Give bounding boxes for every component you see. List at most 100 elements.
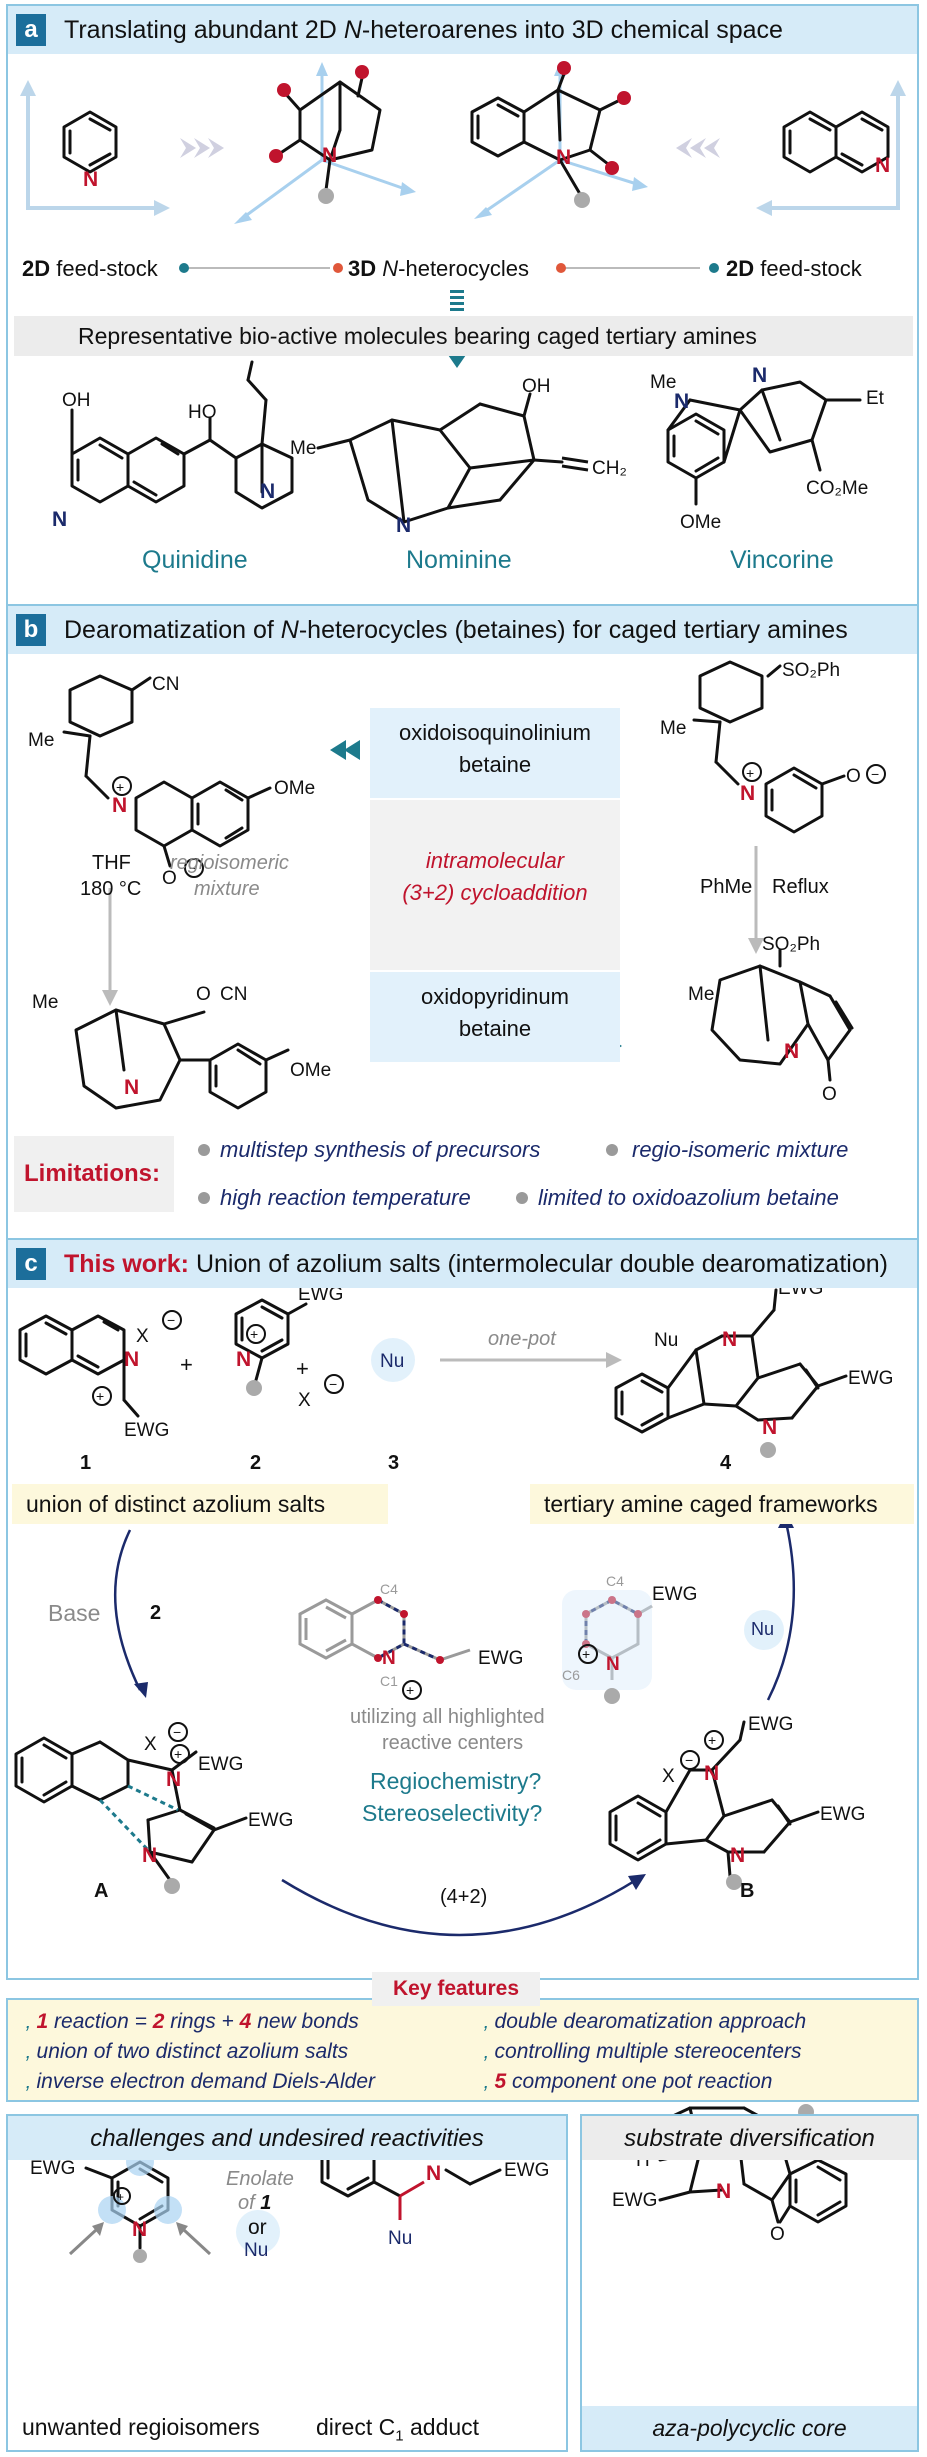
caption-unwanted-regioisomers: unwanted regioisomers bbox=[22, 2414, 260, 2440]
vincorine-co2me-label: CO₂Me bbox=[806, 478, 868, 499]
right-conditions-reflux: Reflux bbox=[772, 876, 829, 898]
one-pot-label: one-pot bbox=[488, 1328, 556, 1350]
isoquinolinium-precursor bbox=[62, 674, 272, 868]
b-o-label-1: O bbox=[162, 868, 177, 889]
vincorine-n-indoline: N bbox=[674, 390, 689, 413]
c-c4-label-2: C4 bbox=[606, 1573, 624, 1589]
left-feedstock-label: 2D feed-stock bbox=[22, 256, 158, 281]
left-note-line1: regioisomeric bbox=[170, 852, 289, 874]
diversification-panel bbox=[580, 2114, 919, 2452]
c-c1-label: C1 bbox=[380, 1673, 398, 1689]
product-4 bbox=[614, 1288, 848, 1434]
limitation-1: multistep synthesis of precursors bbox=[220, 1137, 541, 1162]
panel-a: a Translating abundant 2D N-heteroarenes… bbox=[6, 4, 919, 608]
diversification-title: substrate diversification bbox=[624, 2125, 875, 2152]
c-n-label-2: N bbox=[236, 1348, 251, 1371]
panel-c: c This work: Union of azolium salts (int… bbox=[6, 1238, 919, 1980]
c-x-label-a: X bbox=[144, 1734, 157, 1755]
right-conditions-solvent: PhMe bbox=[700, 876, 753, 898]
c-ewg-label-a1: EWG bbox=[198, 1754, 243, 1775]
svg-text:+: + bbox=[250, 1326, 258, 1342]
aza-core-caption: aza-polycyclic core bbox=[652, 2415, 847, 2441]
panel-c-header: c This work: Union of azolium salts (int… bbox=[8, 1240, 917, 1288]
nominine-structure bbox=[316, 392, 564, 524]
nu-right-label: Nu bbox=[751, 1619, 775, 1639]
pyridine-n-atom: N bbox=[83, 168, 98, 191]
nu-circle-right: Nu bbox=[744, 1610, 784, 1650]
c-nu-reagent: Nu bbox=[380, 1351, 404, 1372]
compound-number-2: 2 bbox=[250, 1452, 262, 1474]
oxidopyridinium-precursor bbox=[692, 660, 846, 834]
c-n-label-4b: N bbox=[762, 1416, 777, 1439]
svg-text:+: + bbox=[406, 1682, 414, 1698]
kf-item-3: ‚ union of two distinct azolium salts bbox=[26, 2040, 349, 2063]
vincorine-structure bbox=[666, 380, 862, 506]
diversification-header: substrate diversification bbox=[582, 2116, 917, 2160]
oxidopyridinium-product bbox=[710, 948, 854, 1082]
c-ewg-label-b1: EWG bbox=[748, 1714, 793, 1735]
limitations-label-box: Limitations: bbox=[14, 1136, 174, 1212]
svg-text:+: + bbox=[746, 765, 754, 781]
b-ome-label-2: OMe bbox=[290, 1060, 331, 1081]
betaine-box-bottom-line2: betaine bbox=[458, 1016, 532, 1041]
compound-number-4: 4 bbox=[720, 1452, 732, 1474]
c-n-label-a1: N bbox=[166, 1768, 181, 1791]
b-me-label-2: Me bbox=[32, 992, 58, 1013]
isoquinolinium-salt-1 bbox=[18, 1314, 140, 1418]
challenges-title: challenges and undesired reactivities bbox=[90, 2125, 484, 2152]
c-ewg-label-1: EWG bbox=[124, 1420, 169, 1441]
svg-text:+: + bbox=[296, 1356, 309, 1381]
isoquinolinium-product bbox=[74, 1008, 290, 1110]
vincorine-et-label: Et bbox=[866, 388, 885, 409]
vincorine-name: Vincorine bbox=[730, 546, 834, 574]
step-label: (4+2) bbox=[440, 1886, 488, 1908]
bl-n-label-2: N bbox=[426, 2162, 441, 2185]
b-so2ph-label-1: SO₂Ph bbox=[782, 660, 840, 681]
b-o-label-4: O bbox=[822, 1084, 837, 1105]
cycloaddition-band: intramolecular (3+2) cycloaddition bbox=[370, 800, 620, 970]
aza-core-caption-box: aza-polycyclic core bbox=[582, 2406, 917, 2450]
b-me-label-4: Me bbox=[688, 984, 714, 1005]
br-o-label: O bbox=[770, 2224, 785, 2245]
nominine-n-atom: N bbox=[396, 514, 411, 537]
nominine-name: Nominine bbox=[406, 546, 512, 574]
left-conditions-temp: 180 °C bbox=[80, 878, 142, 900]
limitations-label: Limitations: bbox=[24, 1160, 160, 1187]
panel-a-letter: a bbox=[16, 14, 46, 46]
c-c6-label: C6 bbox=[562, 1667, 580, 1683]
betaine-box-bottom: oxidopyridinum betaine bbox=[370, 972, 620, 1062]
left-conditions-solvent: THF bbox=[92, 852, 131, 874]
b-me-label-3: Me bbox=[660, 718, 686, 739]
scaffold-right-n-atom: N bbox=[556, 146, 571, 169]
br-n-label-2: N bbox=[716, 2180, 731, 2203]
c-n-label-a2: N bbox=[142, 1844, 157, 1867]
center-note-line1: utilizing all highlighted bbox=[350, 1706, 545, 1728]
betaine-box-top-line1: oxidoisoquinolinium bbox=[398, 720, 591, 745]
kf-item-5: ‚ inverse electron demand Diels-Alder bbox=[26, 2070, 376, 2093]
intermediate-b-label: B bbox=[740, 1880, 755, 1902]
panel-b: b Dearomatization of N-heterocycles (bet… bbox=[6, 604, 919, 1242]
pyridinium-salt-2 bbox=[234, 1298, 308, 1382]
b-n-label-4: N bbox=[784, 1040, 799, 1063]
quinidine-name: Quinidine bbox=[142, 546, 248, 574]
bl-n-label-1: N bbox=[132, 2218, 147, 2241]
challenges-panel bbox=[6, 2114, 568, 2452]
b-cn-label-2: CN bbox=[220, 984, 247, 1005]
right-yellow-banner: tertiary amine caged frameworks bbox=[530, 1484, 914, 1524]
kf-item-4: ‚ controlling multiple stereocenters bbox=[484, 2040, 802, 2063]
c-n-label-b2: N bbox=[730, 1844, 745, 1867]
caption-direct-c1-adduct: direct C1 adduct bbox=[316, 2414, 480, 2445]
quinidine-oh-label: OH bbox=[62, 390, 91, 411]
kf-item-6: ‚ 5 component one pot reaction bbox=[484, 2070, 773, 2093]
svg-text:−: − bbox=[173, 1724, 181, 1740]
betaine-box-top: oxidoisoquinolinium betaine bbox=[370, 708, 620, 798]
svg-text:−: − bbox=[189, 860, 197, 876]
c-n-label-b1: N bbox=[704, 1762, 719, 1785]
b-ome-label-1: OMe bbox=[274, 778, 315, 799]
c-n-label-4a: N bbox=[722, 1328, 737, 1351]
key-features-title-box: Key features bbox=[372, 1972, 540, 2006]
c-n-label-1: N bbox=[124, 1348, 139, 1371]
regiochemistry-question: Regiochemistry? bbox=[370, 1768, 542, 1794]
b-n-label-3: N bbox=[740, 782, 755, 805]
intermediate-b bbox=[608, 1720, 820, 1878]
